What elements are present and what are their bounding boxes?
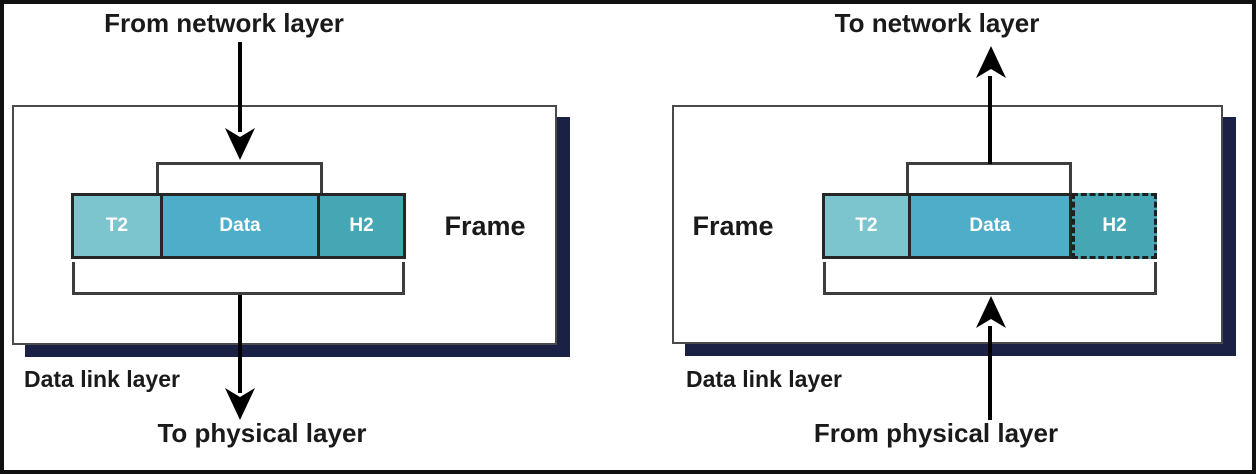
arrow-up-icon (976, 46, 1006, 78)
from-physical-layer-label: From physical layer (813, 418, 1059, 448)
t2-label: T2 (855, 215, 878, 236)
right-data-link-layer-label: Data link layer (686, 366, 842, 392)
data-label: Data (969, 215, 1011, 236)
right-frame-segment-h2-dashed: H2 (1072, 193, 1157, 259)
arrow-up-line (988, 76, 992, 164)
from-network-layer-label: From network layer (104, 8, 344, 38)
right-frame-caption: Frame (692, 211, 774, 241)
arrow-up-line (988, 326, 992, 420)
left-frame-bracket (72, 262, 405, 295)
left-frame: T2 Data H2 (71, 193, 406, 259)
right-frame-segment-t2: T2 (825, 196, 908, 256)
right-frame-segment-data: Data (908, 196, 1069, 256)
left-frame-segment-h2: H2 (317, 196, 403, 256)
data-label: Data (219, 215, 261, 236)
right-frame: T2 Data (822, 193, 1072, 259)
h2-label: H2 (349, 215, 374, 236)
left-data-link-layer-label: Data link layer (24, 366, 180, 392)
left-frame-segment-data: Data (160, 196, 317, 256)
arrow-down-line (238, 42, 242, 132)
left-frame-caption: Frame (444, 211, 526, 241)
t2-label: T2 (105, 215, 129, 236)
h2-label: H2 (1102, 215, 1127, 236)
left-frame-segment-t2: T2 (74, 196, 160, 256)
to-physical-layer-label: To physical layer (157, 418, 367, 448)
right-frame-bracket (823, 262, 1157, 295)
to-network-layer-label: To network layer (834, 8, 1040, 38)
right-data-bracket (906, 162, 1072, 193)
arrow-down-line (238, 295, 242, 393)
left-data-bracket (156, 162, 323, 193)
